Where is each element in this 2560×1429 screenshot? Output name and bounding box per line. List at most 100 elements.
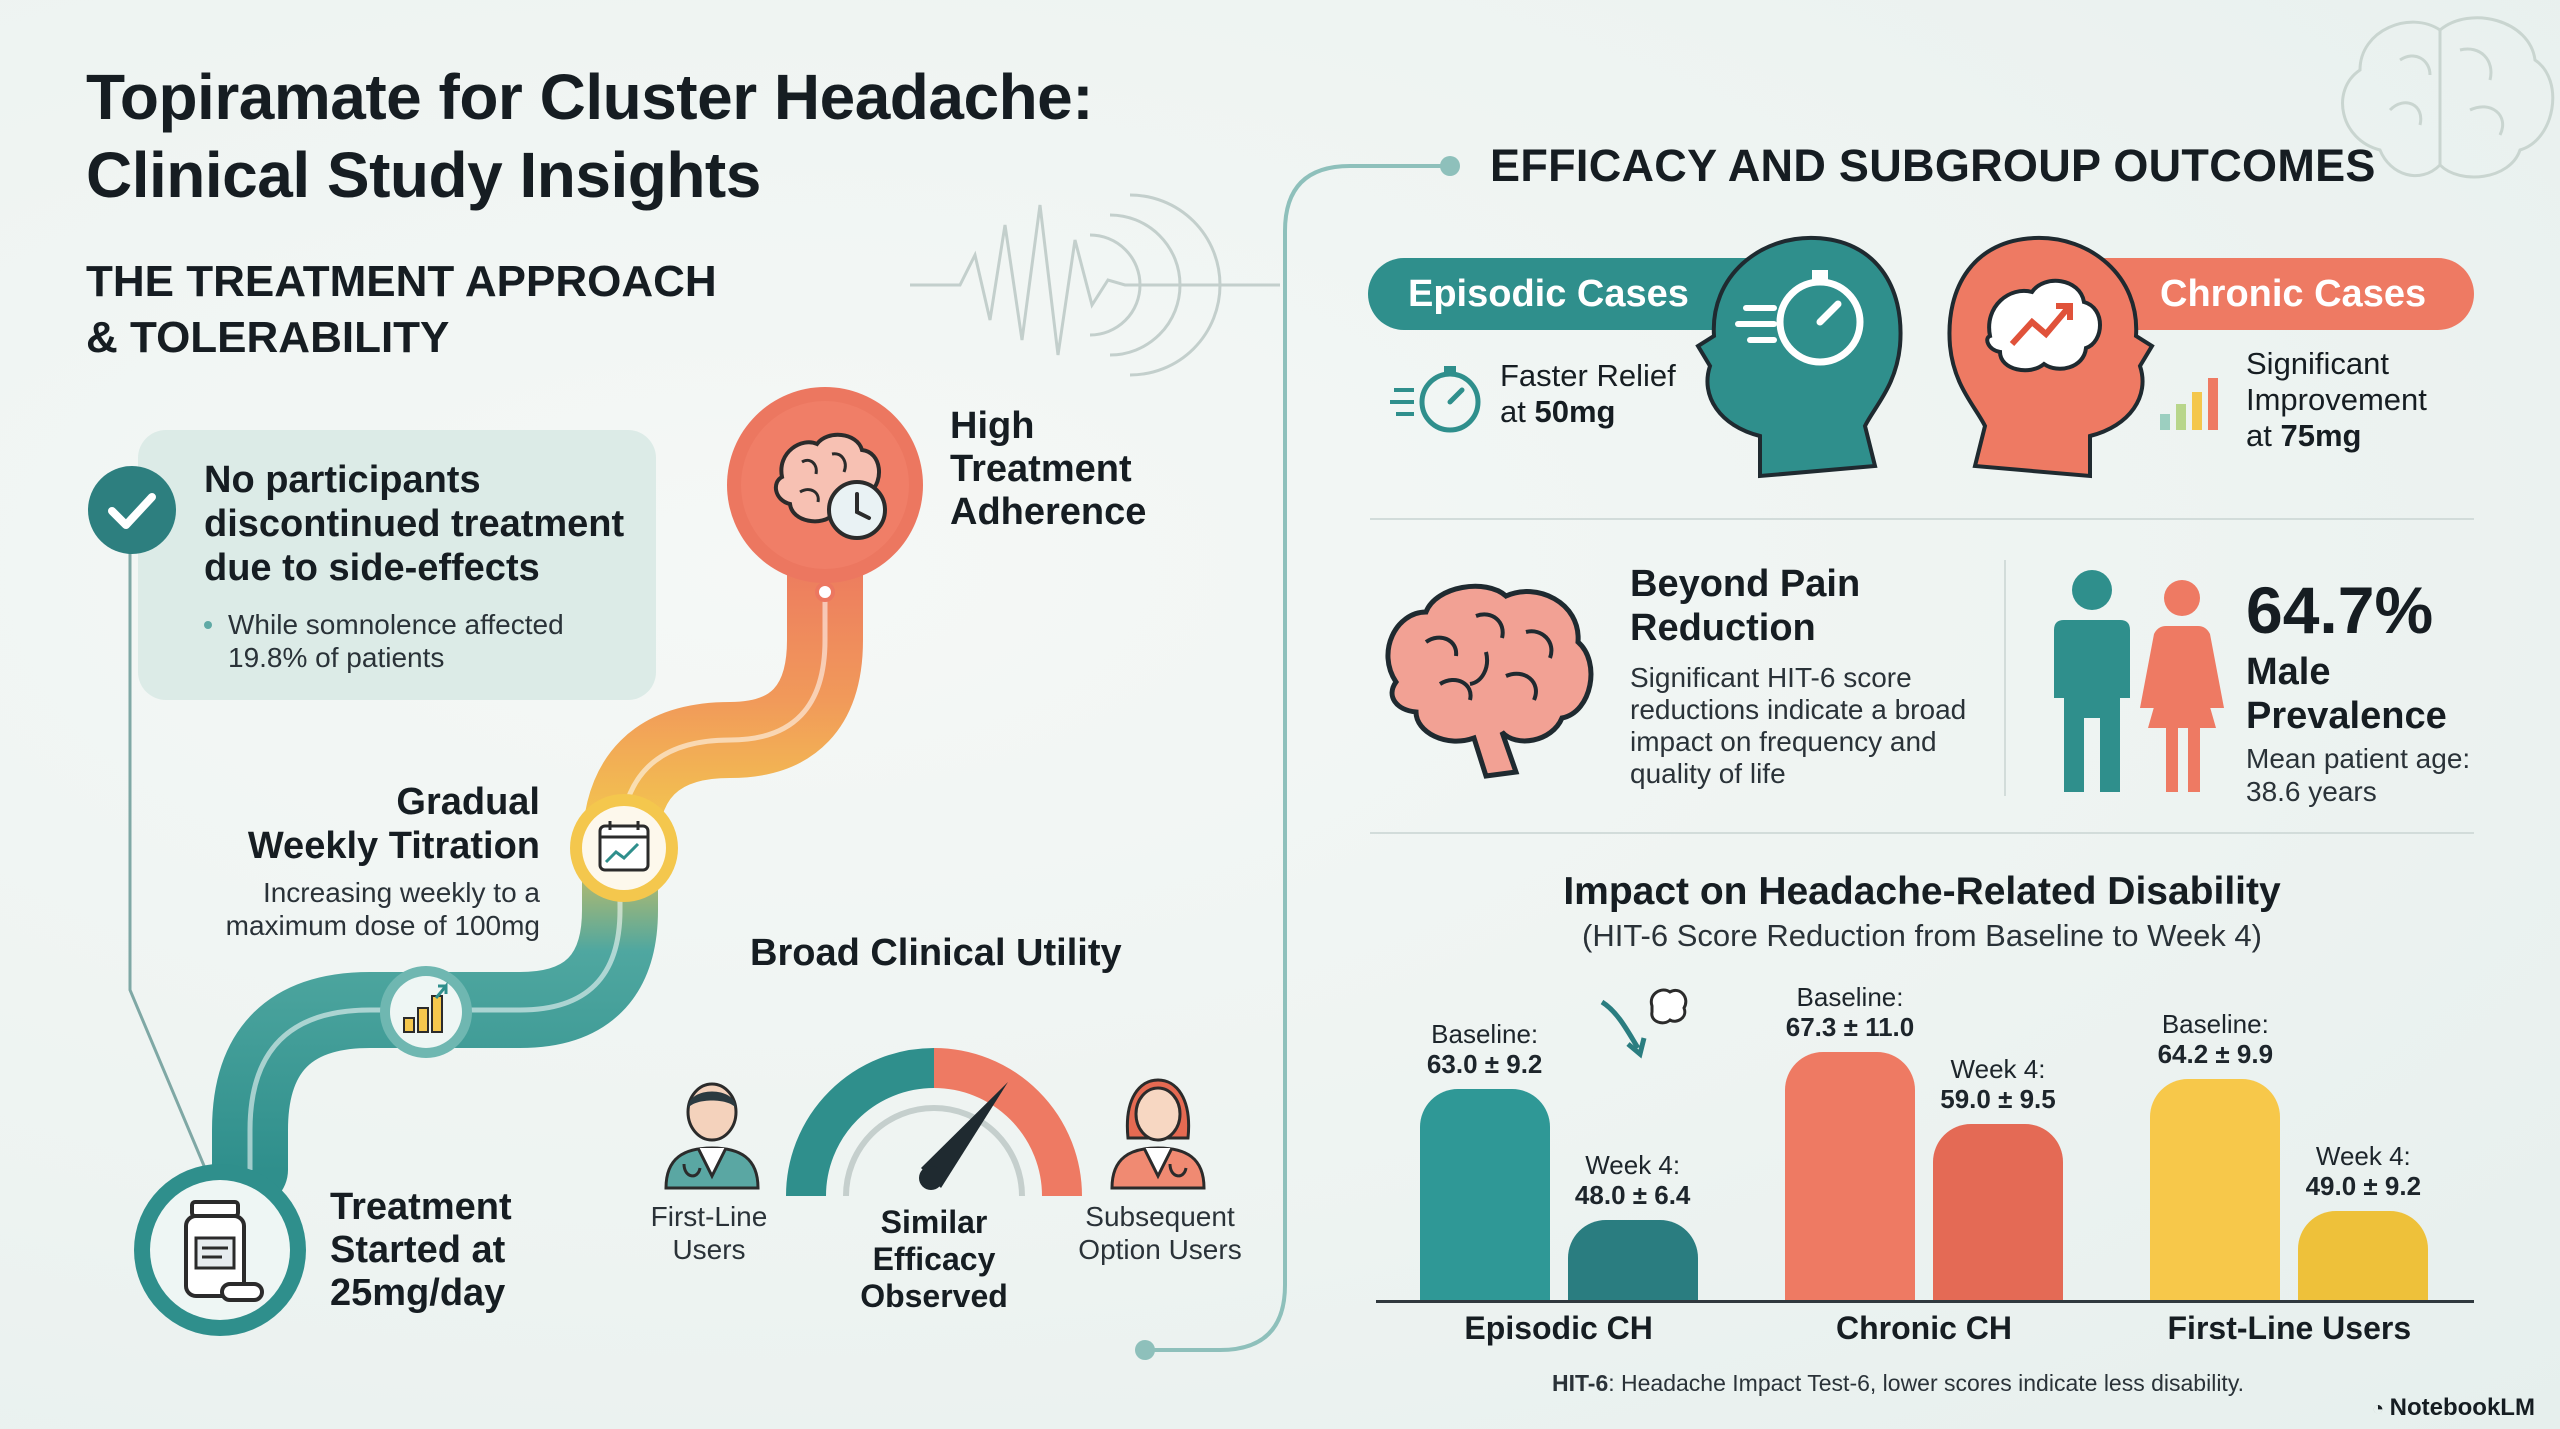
start-line3: 25mg/day	[330, 1272, 506, 1314]
medicine-bottle-icon	[134, 1164, 306, 1336]
bar-series-name: Baseline:	[2161, 1008, 2269, 1039]
bar-week-4-first-line-users	[2298, 1211, 2429, 1300]
prevalence-line1: Male	[2246, 651, 2331, 693]
age-line2: 38.6 years	[2246, 776, 2377, 807]
titration-title-line2: Weekly Titration	[247, 825, 540, 867]
gauge-caption: Similar Efficacy Observed	[834, 1204, 1034, 1315]
tolerability-line2: discontinued treatment	[204, 503, 625, 545]
chronic-dose: 75mg	[2280, 418, 2362, 453]
somnolence-note: While somnolence affected 19.8% of patie…	[228, 608, 648, 674]
chart-baseline-axis	[1376, 1300, 2474, 1303]
bar-label-baseline-chronic-ch: Baseline:67.3 ± 11.0	[1765, 982, 1935, 1042]
episodic-cases-label: Episodic Cases	[1408, 273, 1689, 315]
tolerability-headline: No participants discontinued treatment d…	[204, 458, 664, 590]
first-line-users-line2: Users	[672, 1234, 746, 1265]
episodic-text-line1: Faster Relief	[1500, 358, 1676, 393]
start-line2: Started at	[330, 1229, 506, 1271]
notebooklm-brand: ◔ NotebookLM	[2372, 1394, 2535, 1422]
bar-label-week-4-first-line-users: Week 4:49.0 ± 9.2	[2278, 1141, 2448, 1201]
subsequent-users-label: Subsequent Option Users	[1060, 1200, 1260, 1266]
checkmark-icon	[88, 466, 176, 554]
footnote-rest: : Headache Impact Test-6, lower scores i…	[1608, 1370, 2245, 1396]
footnote-term: HIT-6	[1552, 1370, 1609, 1396]
brain-clock-icon	[727, 387, 923, 583]
page-title: Topiramate for Cluster Headache: Clinica…	[86, 58, 1286, 214]
left-heading-line2: & TOLERABILITY	[86, 313, 450, 362]
bar-series-name: Week 4:	[1950, 1054, 2046, 1085]
notebooklm-logo-icon: ◔	[2372, 1398, 2390, 1420]
chart-subtitle: (HIT-6 Score Reduction from Baseline to …	[1582, 918, 2262, 953]
chronic-text-line1: Significant	[2246, 346, 2390, 381]
page-title-line1: Topiramate for Cluster Headache:	[86, 61, 1094, 133]
bar-value-text: 64.2 ± 9.9	[2157, 1038, 2274, 1069]
background-brain-icon	[2341, 16, 2555, 179]
tolerability-card	[138, 430, 656, 700]
bar-series-name: Baseline:	[1796, 981, 1904, 1012]
prevalence-line2: Prevalence	[2246, 695, 2447, 737]
category-label-chronic-ch: Chronic CH	[1835, 1310, 2012, 1346]
efficacy-gauge	[786, 1048, 1082, 1197]
prevalence-block: 64.7% Male Prevalence Mean patient age: …	[2246, 570, 2506, 808]
bar-series-name: Baseline:	[1431, 1019, 1539, 1050]
beyond-pain-block: Beyond Pain Reduction Significant HIT-6 …	[1630, 562, 1990, 790]
subsequent-users-line2: Option Users	[1078, 1234, 1242, 1265]
bar-value-text: 48.0 ± 6.4	[1574, 1180, 1691, 1211]
bar-label-week-4-chronic-ch: Week 4:59.0 ± 9.5	[1913, 1054, 2083, 1114]
tolerability-line3: due to side-effects	[204, 547, 540, 589]
bar-week-4-chronic-ch	[1933, 1124, 2063, 1300]
titration-desc-line2: maximum dose of 100mg	[225, 910, 540, 941]
page-title-line2: Clinical Study Insights	[86, 139, 761, 211]
male-doctor-icon	[664, 1082, 760, 1190]
tolerability-line1: No participants	[204, 459, 481, 501]
calendar-chart-icon	[570, 794, 678, 902]
divider-vertical	[2004, 560, 2006, 796]
divider-middle	[1370, 832, 2474, 834]
first-line-users-line1: First-Line	[650, 1201, 768, 1232]
left-section-heading: THE TREATMENT APPROACH & TOLERABILITY	[86, 254, 806, 366]
beyond-desc-line2: reductions indicate a broad	[1630, 694, 1967, 725]
adherence-line1: High	[950, 405, 1035, 447]
brain-icon	[1385, 583, 1594, 779]
divider-top	[1370, 518, 2474, 520]
beyond-title-line1: Beyond Pain	[1630, 563, 1861, 605]
titration-title-line1: Gradual	[396, 781, 540, 823]
chart-arrow-brain-icon	[1600, 988, 1688, 1059]
bar-value-text: 63.0 ± 9.2	[1426, 1049, 1543, 1080]
bar-baseline-first-line-users	[2150, 1078, 2281, 1300]
male-female-figures-icon	[2054, 570, 2224, 792]
chart-footnote: HIT-6: Headache Impact Test-6, lower sco…	[1552, 1370, 2244, 1397]
somnolence-line1: While somnolence affected	[228, 609, 564, 640]
titration-desc-line1: Increasing weekly to a	[262, 877, 540, 908]
bar-baseline-episodic-ch	[1419, 1089, 1550, 1300]
growth-chart-icon	[380, 966, 472, 1058]
bar-series-name: Week 4:	[1585, 1150, 1681, 1181]
start-dose-label: Treatment Started at 25mg/day	[330, 1186, 570, 1315]
chronic-cases-label: Chronic Cases	[2160, 273, 2427, 315]
prevalence-value: 64.7%	[2246, 573, 2434, 647]
bar-label-baseline-episodic-ch: Baseline:63.0 ± 9.2	[1400, 1019, 1570, 1079]
beyond-desc-line3: impact on frequency and	[1630, 726, 1937, 757]
episodic-text-prefix: at	[1500, 394, 1535, 429]
somnolence-line2: 19.8% of patients	[228, 642, 445, 673]
chronic-text-prefix: at	[2246, 418, 2281, 453]
teal-head-stopwatch-icon	[1695, 235, 1903, 479]
bar-baseline-chronic-ch	[1785, 1051, 1915, 1300]
treatment-path	[212, 507, 863, 1208]
bar-series-name: Week 4:	[2315, 1141, 2411, 1172]
adherence-line2: Treatment	[950, 448, 1132, 490]
bar-label-week-4-episodic-ch: Week 4:48.0 ± 6.4	[1548, 1150, 1718, 1210]
subsequent-users-line1: Subsequent	[1085, 1201, 1235, 1232]
beyond-title-line2: Reduction	[1630, 607, 1816, 649]
chart-title: Impact on Headache-Related Disability	[1563, 870, 2281, 913]
bullet-dot	[204, 621, 212, 629]
episodic-dose: 50mg	[1534, 394, 1616, 429]
gauge-line2: Efficacy	[872, 1241, 996, 1277]
category-label-episodic-ch: Episodic CH	[1464, 1310, 1653, 1346]
left-heading-line1: THE TREATMENT APPROACH	[86, 257, 717, 306]
right-section-heading: EFFICACY AND SUBGROUP OUTCOMES	[1490, 140, 2376, 191]
first-line-users-label: First-Line Users	[624, 1200, 794, 1266]
bar-label-baseline-first-line-users: Baseline:64.2 ± 9.9	[2130, 1009, 2300, 1069]
episodic-relief-text: Faster Relief at 50mg	[1500, 358, 1676, 430]
